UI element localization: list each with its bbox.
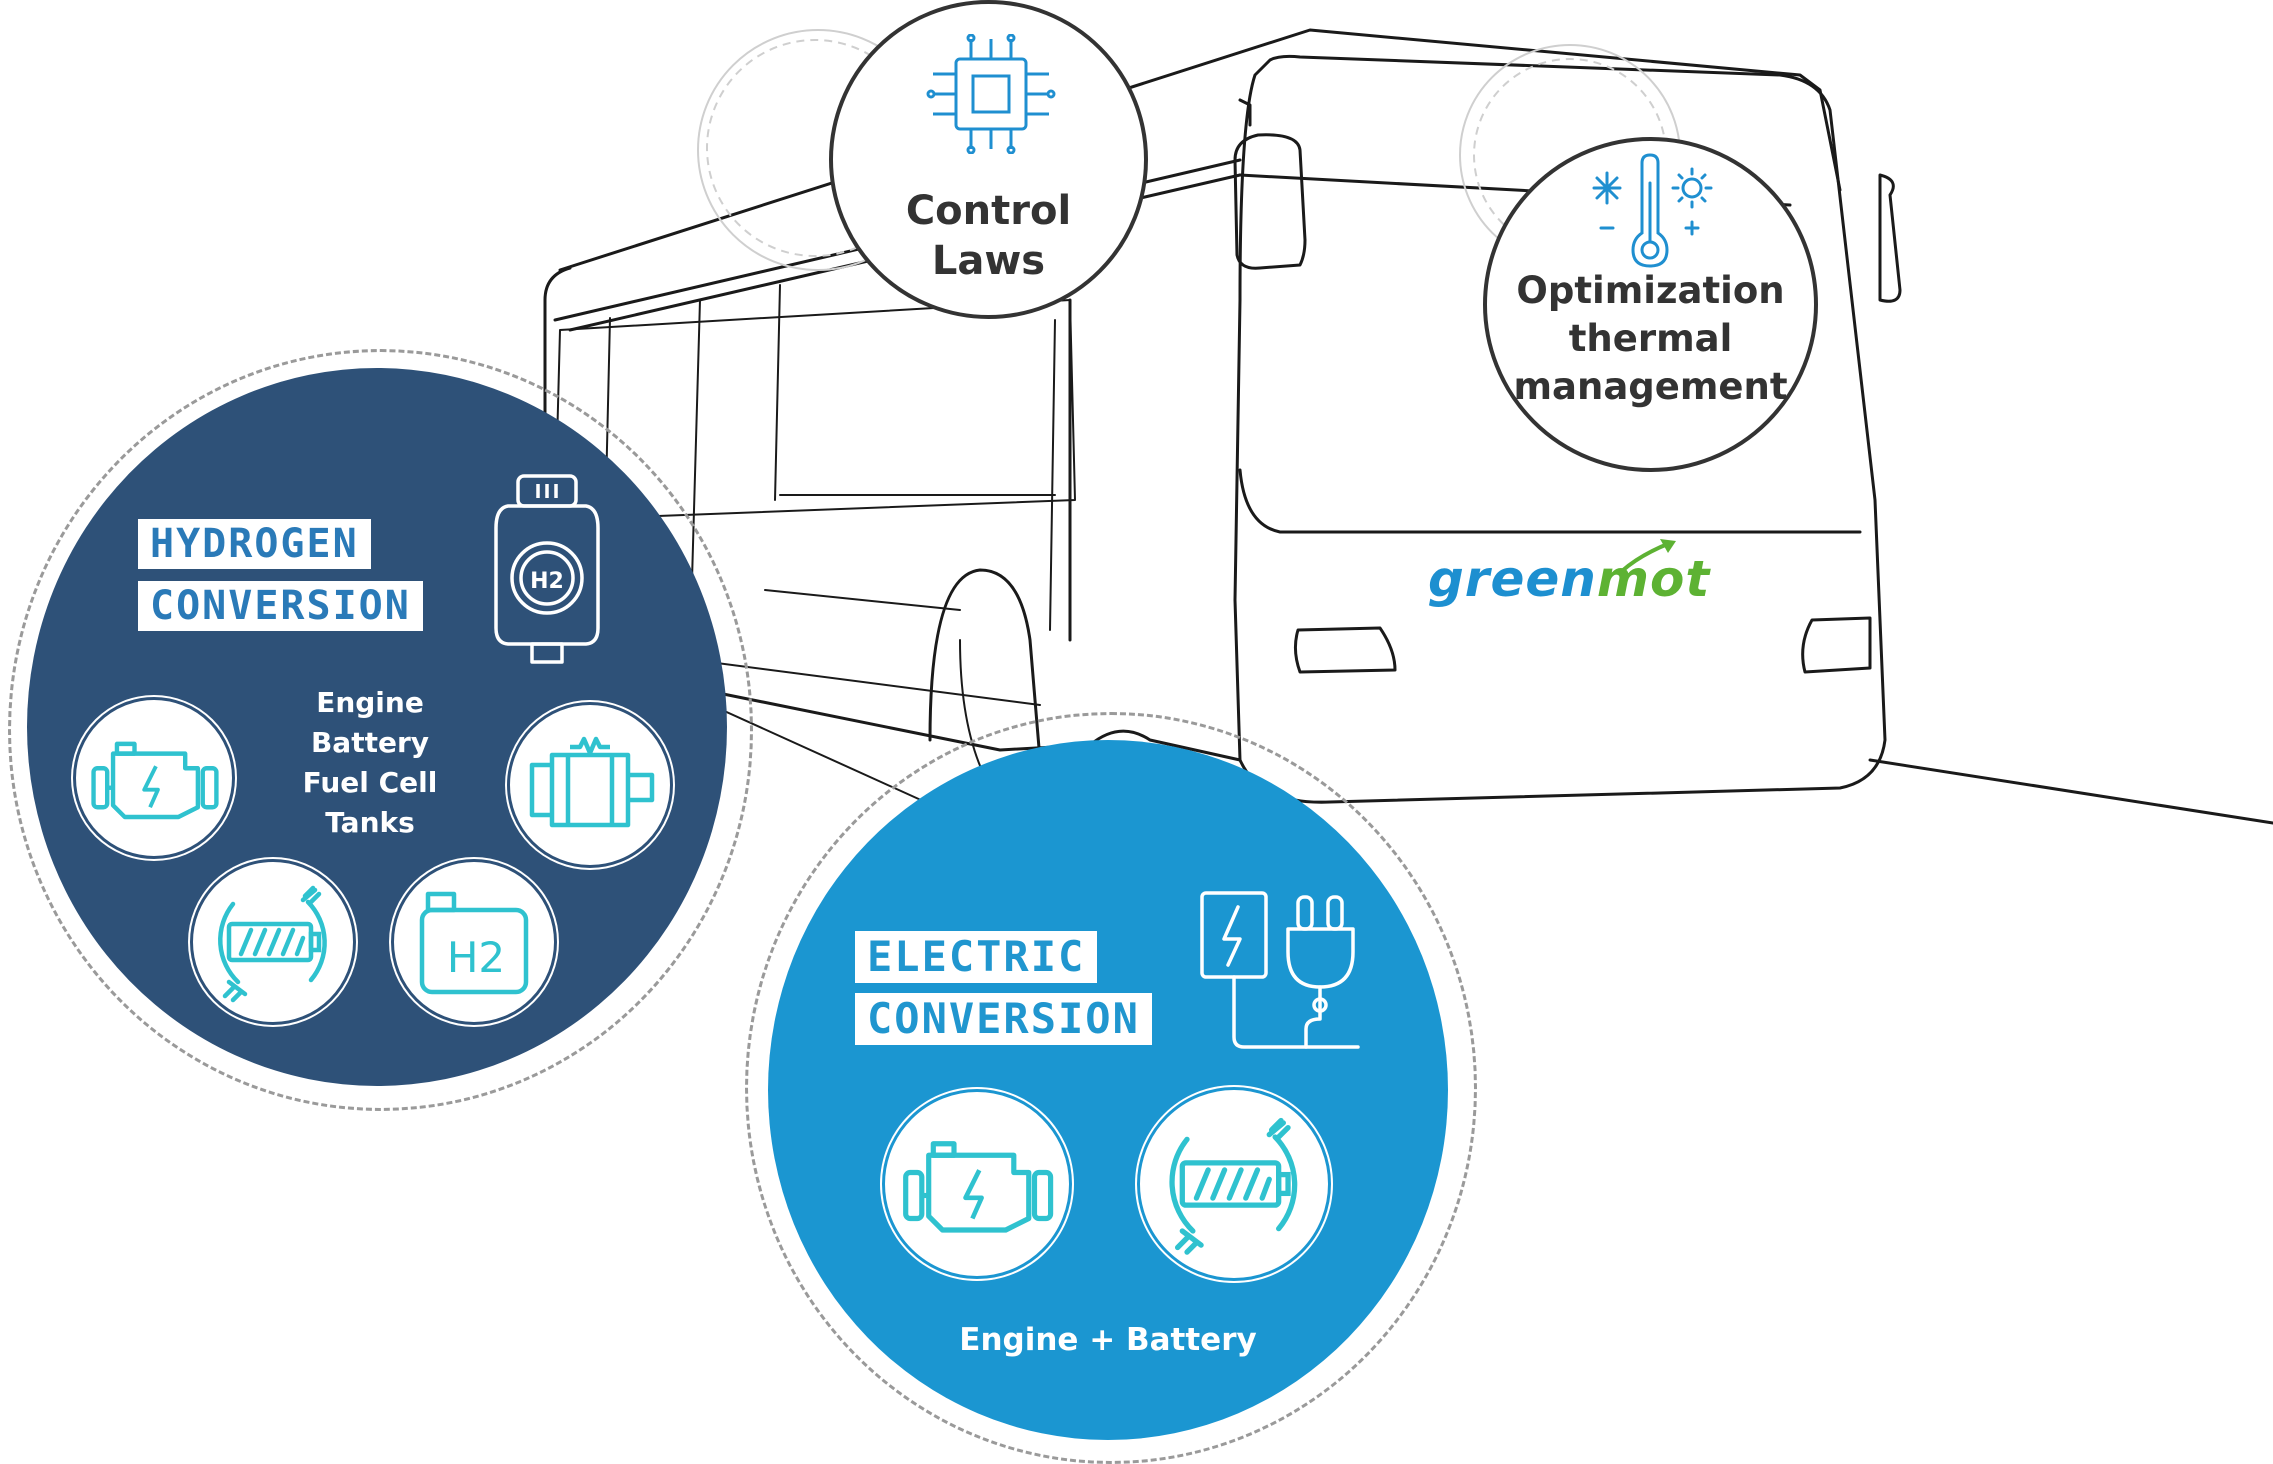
hydrogen-title-line2: CONVERSION	[138, 581, 423, 631]
cpu-chip-icon	[926, 34, 1056, 154]
hydrogen-component-battery: Battery	[310, 726, 430, 759]
logo-part-green: green	[1428, 550, 1597, 608]
thermometer-snowflake-sun-icon	[1592, 153, 1713, 268]
thermal-line3: management	[1513, 365, 1788, 409]
hydrogen-engine-disc	[73, 697, 235, 859]
electric-title-line1: ELECTRIC	[855, 931, 1098, 984]
h2-cylinder-icon: H2	[494, 474, 600, 664]
hydrogen-title-line1: HYDROGEN	[138, 519, 371, 569]
engine-icon	[91, 741, 219, 820]
thermal-line2: thermal	[1568, 317, 1733, 361]
hydrogen-components: Engine Battery Fuel Cell Tanks	[270, 683, 470, 843]
hydrogen-component-tanks: Tanks	[325, 806, 415, 839]
greenmot-logo: greenmot	[1428, 550, 1710, 608]
control-laws-line2: Laws	[931, 238, 1046, 284]
hydrogen-component-fuel-cell: Fuel Cell	[302, 766, 438, 799]
electric-dashed-ring	[745, 712, 1477, 1464]
control-laws-line1: Control	[905, 188, 1072, 234]
h2-cylinder-label: H2	[530, 569, 564, 594]
hydrogen-fuel-cell-disc	[507, 702, 673, 868]
logo-arrow-icon	[1620, 539, 1676, 573]
logo-part-mot: mot	[1596, 550, 1711, 608]
battery-charging-icon	[218, 885, 327, 1003]
hydrogen-battery-disc	[190, 859, 356, 1025]
hydrogen-dashed-ring	[8, 349, 753, 1111]
thermal-management-circle: Optimization thermal management	[1483, 137, 1818, 472]
electric-conversion-circle	[768, 740, 1448, 1440]
electric-title-line2: CONVERSION	[855, 993, 1152, 1046]
fuel-cell-icon	[529, 736, 655, 828]
electric-engine-disc	[882, 1089, 1072, 1279]
hydrogen-tank-disc: H2	[391, 859, 557, 1025]
h2-tank-icon: H2	[419, 891, 529, 995]
engine-icon	[903, 1141, 1054, 1233]
h2-tank-label: H2	[447, 933, 505, 982]
control-laws-circle: Control Laws	[829, 0, 1148, 319]
hydrogen-component-engine: Engine	[316, 686, 424, 719]
electric-components: Engine + Battery	[959, 1322, 1257, 1358]
electric-battery-disc	[1137, 1087, 1331, 1281]
battery-charging-icon	[1169, 1117, 1298, 1255]
ground-line	[1868, 758, 2273, 825]
charger-plug-icon	[1200, 891, 1360, 1049]
thermal-line1: Optimization	[1516, 269, 1785, 312]
